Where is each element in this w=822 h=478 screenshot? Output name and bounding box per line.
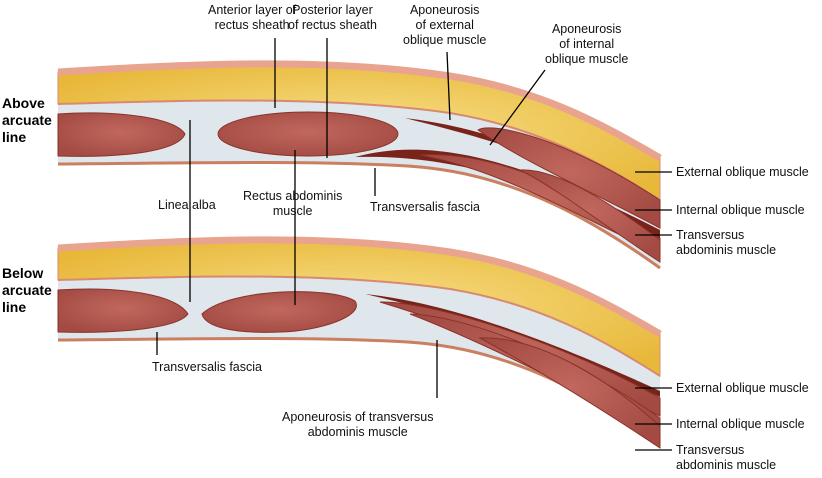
- label-line: abdominis muscle: [307, 425, 408, 439]
- label-line: muscle: [272, 204, 313, 218]
- below-arcuate-section: [58, 240, 660, 449]
- label-rectus-abdominis: Rectus abdominis muscle: [243, 189, 342, 219]
- label-external-oblique-bottom: External oblique muscle: [676, 381, 809, 395]
- label-line: abdominis muscle: [676, 458, 777, 472]
- label-transversalis-fascia-top: Transversalis fascia: [370, 200, 480, 214]
- label-line: abdominis muscle: [676, 243, 777, 257]
- label-internal-oblique-top: Internal oblique muscle: [676, 203, 805, 217]
- title-line: Below: [2, 265, 44, 281]
- label-line: oblique muscle: [545, 52, 629, 66]
- rectus-abdominis-right: [217, 111, 399, 157]
- label-line: Transversus: [676, 228, 745, 242]
- label-aponeurosis-internal: Aponeurosis of internal oblique muscle: [545, 22, 628, 67]
- label-posterior-layer: Posterior layer of rectus sheath: [288, 3, 377, 33]
- label-line: Rectus abdominis: [243, 189, 343, 203]
- above-arcuate-section: [58, 64, 660, 268]
- title-line: line: [2, 299, 27, 315]
- leader-lines: [156, 38, 672, 451]
- label-transversalis-fascia-bottom: Transversalis fascia: [152, 360, 262, 374]
- label-line: Aponeurosis of transversus: [282, 410, 434, 424]
- label-line: Aponeurosis: [551, 22, 622, 36]
- label-aponeurosis-external: Aponeurosis of external oblique muscle: [403, 3, 486, 48]
- label-transversus-bottom: Transversus abdominis muscle: [676, 443, 776, 473]
- label-line: Aponeurosis: [409, 3, 480, 17]
- label-line: oblique muscle: [403, 33, 487, 47]
- label-line: of rectus sheath: [288, 18, 377, 32]
- label-transversus-top: Transversus abdominis muscle: [676, 228, 776, 258]
- label-line: Anterior layer of: [208, 3, 297, 17]
- title-line: arcuate: [2, 112, 52, 128]
- label-linea-alba: Linea alba: [158, 198, 216, 212]
- label-internal-oblique-bottom: Internal oblique muscle: [676, 417, 805, 431]
- label-line: of external: [415, 18, 474, 32]
- above-arcuate-line-title: Above arcuate line: [2, 95, 52, 146]
- rectus-abdominis-left: [57, 112, 186, 157]
- label-external-oblique-top: External oblique muscle: [676, 165, 809, 179]
- label-line: rectus sheath: [214, 18, 290, 32]
- label-anterior-layer: Anterior layer of rectus sheath: [208, 3, 296, 33]
- title-line: arcuate: [2, 282, 52, 298]
- label-line: Transversus: [676, 443, 745, 457]
- below-arcuate-line-title: Below arcuate line: [2, 265, 52, 316]
- label-aponeurosis-transversus: Aponeurosis of transversus abdominis mus…: [282, 410, 433, 440]
- title-line: Above: [2, 95, 45, 111]
- title-line: line: [2, 129, 27, 145]
- label-line: Posterior layer: [292, 3, 373, 17]
- label-line: of internal: [559, 37, 615, 51]
